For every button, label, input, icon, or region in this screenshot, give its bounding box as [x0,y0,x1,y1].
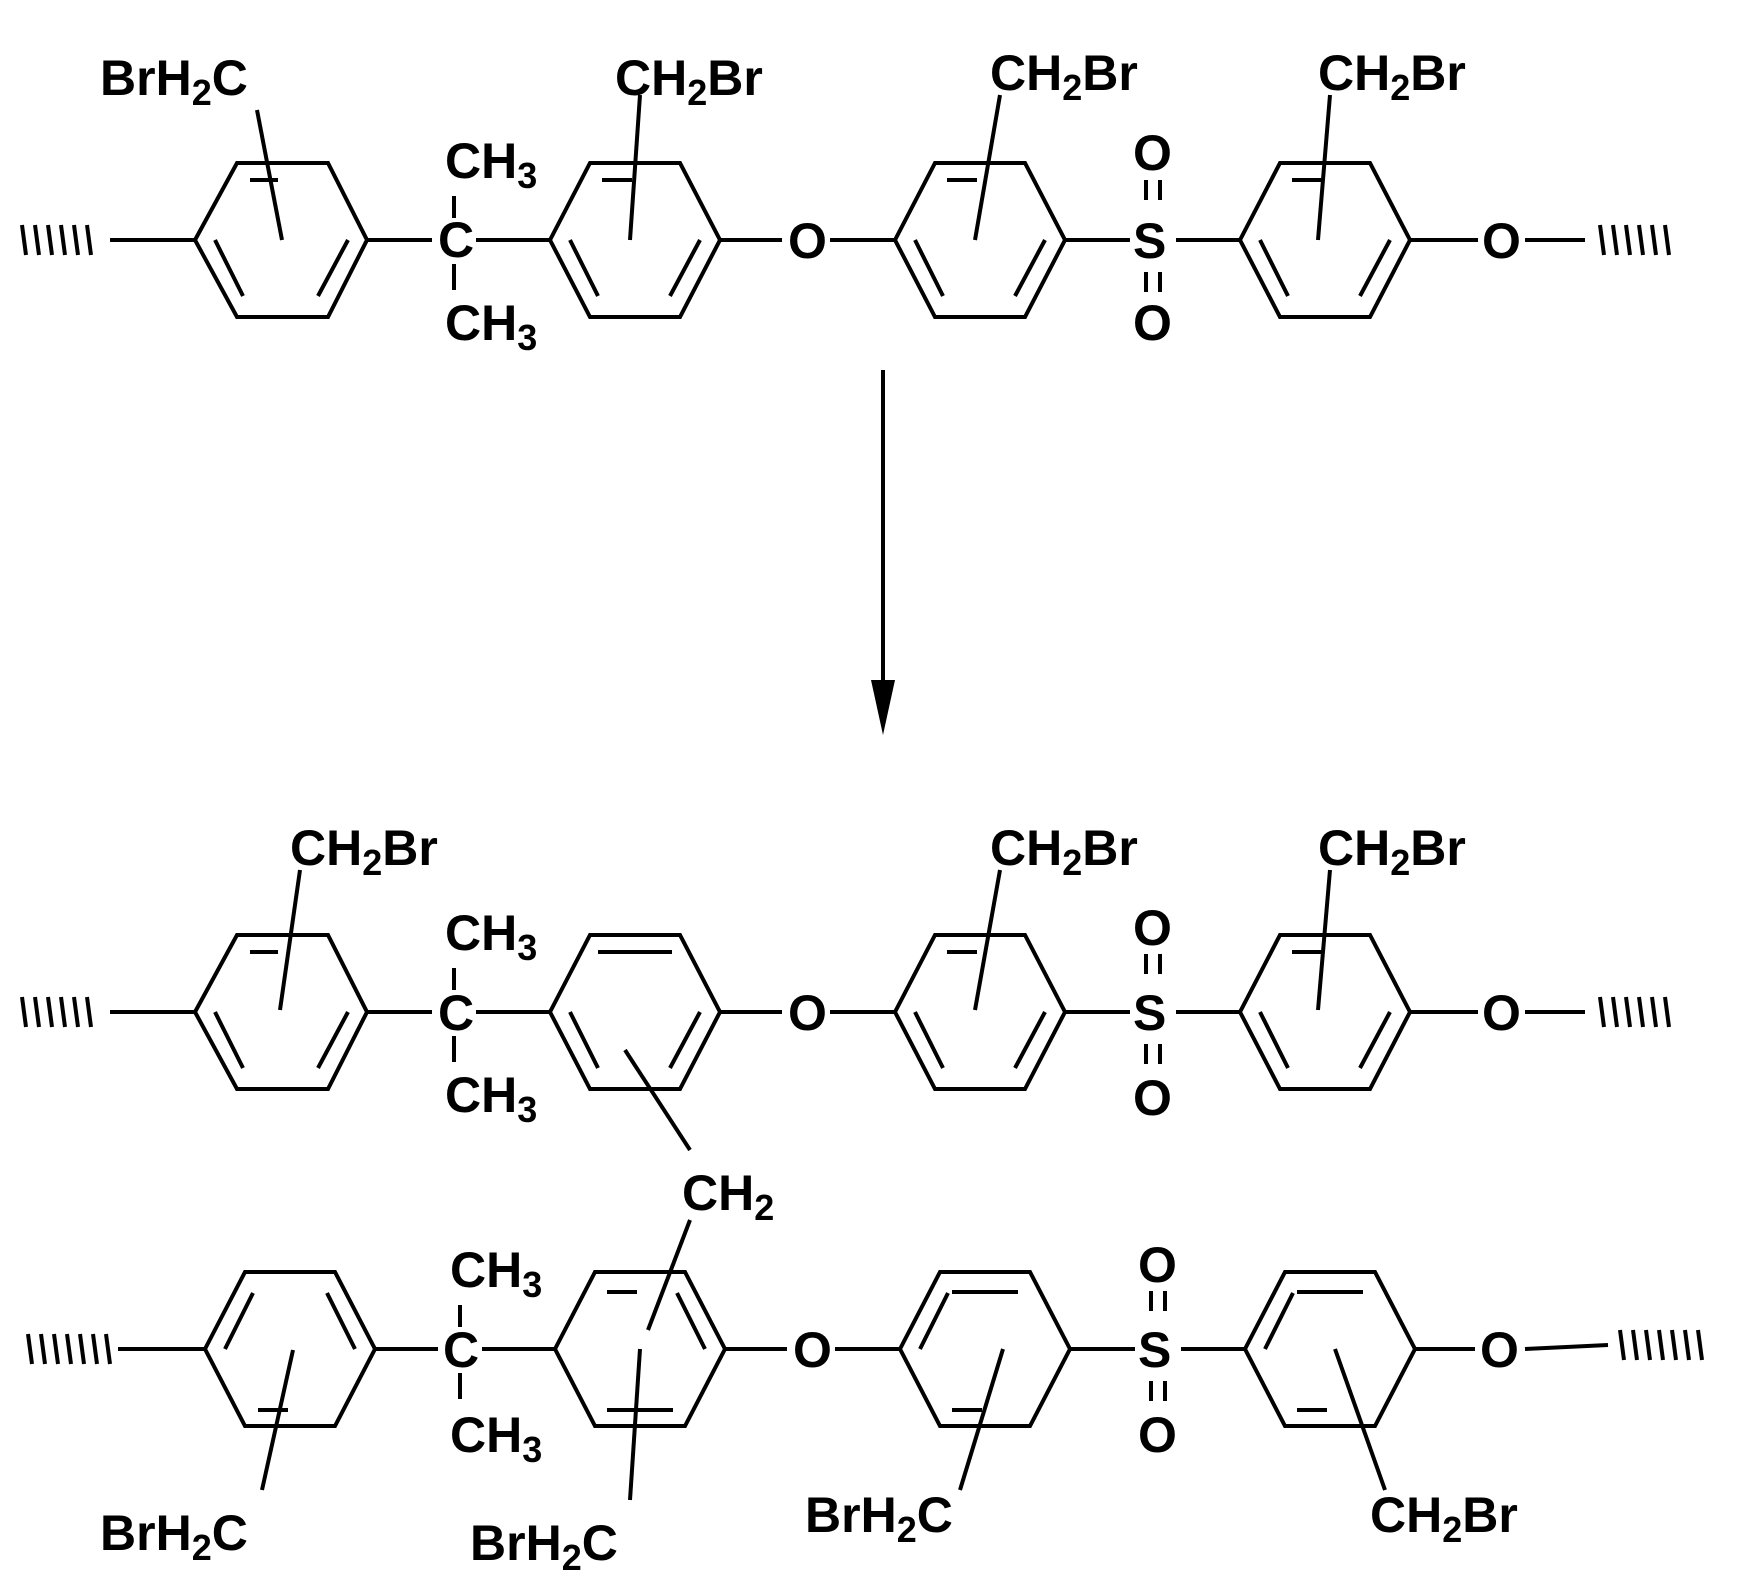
sulfonyl-oxygen-label: O [1133,125,1172,181]
substituent-label: CH2Br [1370,1487,1518,1550]
quaternary-carbon-label: C [438,985,474,1041]
benzene-ring-2 [547,933,723,1152]
hash-end-left [20,996,93,1028]
hash-end-left [20,224,93,256]
substituent-label: BrH2C [100,50,248,113]
benzene-ring-1 [192,109,370,319]
substituent-label: CH2Br [615,50,763,113]
sulfonyl-oxygen-label: O [1138,1237,1177,1293]
methyl-label: CH3 [445,133,537,196]
hash-end-left [26,1333,112,1365]
substituent-label: BrH2C [100,1505,248,1568]
methyl-label: CH3 [445,1067,537,1130]
sulfur-label: S [1138,1322,1171,1378]
quaternary-carbon-label: C [443,1322,479,1378]
substituent-label: CH2Br [1318,45,1466,108]
sulfur-label: S [1133,213,1166,269]
sulfonyl-oxygen-label: O [1133,900,1172,956]
methyl-label: CH3 [445,905,537,968]
quaternary-carbon-label: C [438,212,474,268]
substituent-label: CH2Br [1318,820,1466,883]
benzene-ring-2 [547,94,723,319]
methyl-label: CH3 [450,1407,542,1470]
sulfur-label: S [1133,985,1166,1041]
benzene-ring-2 [552,1270,728,1501]
substituent-label: CH2Br [290,820,438,883]
benzene-ring-4 [1242,1270,1418,1491]
hash-end-right [1598,224,1671,256]
ether-oxygen-label: O [793,1322,832,1378]
methyl-label: CH3 [445,295,537,358]
ether-oxygen-label: O [1482,985,1521,1041]
bottom-upper-polymer: CH2Br C CH3 CH3 O CH2Br S O O [20,820,1671,1331]
sulfonyl-oxygen-label: O [1138,1407,1177,1463]
substituent-label: CH2Br [990,820,1138,883]
reaction-arrow [871,370,895,735]
ether-oxygen-label: O [788,213,827,269]
substituent-label: BrH2C [805,1487,953,1550]
hash-end-right [1598,996,1671,1028]
hash-end-right [1618,1329,1704,1361]
benzene-ring-1 [202,1270,378,1491]
substituent-label: BrH2C [470,1515,618,1578]
top-polymer: BrH2C C CH3 CH3 CH2Br O CH2Br S [20,45,1671,358]
benzene-ring-1 [192,869,370,1091]
ether-oxygen-label: O [1480,1322,1519,1378]
sulfonyl-oxygen-label: O [1133,295,1172,351]
methyl-label: CH3 [450,1242,542,1305]
benzene-ring-4 [1237,869,1413,1091]
benzene-ring-3 [892,94,1068,319]
ether-oxygen-label: O [1482,213,1521,269]
benzene-ring-3 [892,869,1068,1091]
methylene-bridge-label: CH2 [682,1165,774,1228]
substituent-label: CH2Br [990,45,1138,108]
ether-oxygen-label: O [788,985,827,1041]
bottom-lower-polymer: BrH2C C CH3 CH3 BrH2C O BrH2C S O [26,1237,1704,1578]
bridge-bond [646,1219,692,1331]
benzene-ring-4 [1237,94,1413,319]
sulfonyl-oxygen-label: O [1133,1070,1172,1126]
benzene-ring-3 [897,1270,1073,1491]
